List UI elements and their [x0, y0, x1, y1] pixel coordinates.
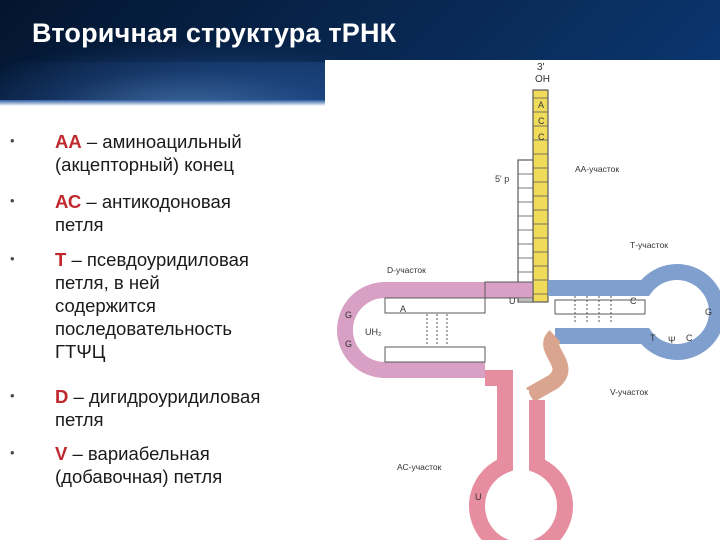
label-aa-region: АА-участок	[575, 164, 619, 174]
bullet-dot: •	[10, 445, 15, 460]
acceptor-strand-right	[517, 159, 534, 303]
bullet-text: D – дигидроуридиловая петля	[55, 385, 325, 431]
panel-top-edge	[0, 100, 330, 106]
label-3-prime: 3'	[537, 62, 545, 73]
bullet-line: (добавочная) петля	[55, 466, 223, 487]
nt-ac-loop-u: U	[475, 492, 482, 502]
bullet-line: – псевдоуридиловая	[71, 249, 249, 270]
d-stem-top	[384, 297, 486, 314]
ac-stem-loop	[469, 370, 573, 540]
label-ac-region: АС-участок	[397, 462, 442, 472]
t-stem-inner	[554, 299, 646, 315]
slide-title: Вторичная структура тРНК	[32, 18, 397, 48]
title-band	[0, 62, 330, 102]
bullet-text: АА – аминоацильный (акцепторный) конец	[55, 130, 325, 176]
trna-figure: A C C U A G G C T Ψ C G U 3' OH 5' p АА-…	[325, 60, 720, 540]
bullet-dot: •	[10, 388, 15, 403]
bullet-line: – вариабельная	[72, 443, 210, 464]
base-pair-dots	[426, 296, 612, 346]
label-v-region: V-участок	[610, 387, 648, 397]
label-oh: OH	[535, 74, 550, 85]
label-t-region: Т-участок	[630, 240, 668, 250]
nt-acceptor-c1: C	[538, 116, 545, 126]
nt-acceptor-a: A	[538, 100, 544, 110]
bullet-line: содержится	[55, 295, 156, 316]
ac-arm	[469, 370, 573, 540]
bullet-term: V	[55, 443, 68, 464]
nt-t-loop-c2: C	[686, 333, 693, 343]
bullet-line: последовательность	[55, 318, 233, 339]
nt-t-loop-psi: Ψ	[668, 335, 676, 345]
d-acceptor-link	[484, 281, 534, 299]
bullet-line: – аминоацильный	[86, 131, 242, 152]
bullet-line: петля	[55, 214, 104, 235]
bullet-term: D	[55, 386, 69, 407]
text-panel	[0, 100, 331, 540]
label-5-prime: 5' p	[495, 174, 509, 184]
t-arm	[548, 264, 720, 360]
d-loop	[337, 282, 485, 378]
label-uh2: UH₂	[365, 327, 382, 337]
nt-d-loop-g1: G	[345, 310, 352, 320]
d-arm	[337, 282, 486, 378]
nt-d-loop-a: A	[400, 304, 406, 314]
bullet-line: (акцепторный) конец	[55, 154, 234, 175]
bullet-line: петля, в ней	[55, 272, 160, 293]
bullet-term: АС	[55, 191, 82, 212]
bullet-line: ГТΨЦ	[55, 341, 106, 362]
v-loop	[526, 330, 569, 402]
trna-diagram: A C C U A G G C T Ψ C G U 3' OH 5' p АА-…	[337, 62, 720, 540]
bullet-line: петля	[55, 409, 104, 430]
nt-d-loop-g2: G	[345, 339, 352, 349]
ac-stem-gap	[513, 390, 529, 485]
bullet-line: – дигидроуридиловая	[73, 386, 261, 407]
bullet-dot: •	[10, 251, 15, 266]
bullet-term: АА	[55, 131, 82, 152]
bullet-text: V – вариабельная (добавочная) петля	[55, 442, 325, 488]
bullet-text: АС – антикодоновая петля	[55, 190, 325, 236]
bullet-dot: •	[10, 193, 15, 208]
nt-acceptor-c2: C	[538, 132, 545, 142]
bullet-term: Т	[55, 249, 67, 270]
bullet-text: Т – псевдоуридиловая петля, в ней содерж…	[55, 248, 325, 363]
nt-d-stem-u: U	[509, 296, 516, 306]
bullet-line: – антикодоновая	[86, 191, 231, 212]
nt-t-loop-t: T	[650, 333, 656, 343]
bullet-dot: •	[10, 133, 15, 148]
nt-t-loop-c: C	[630, 296, 637, 306]
nt-t-loop-g: G	[705, 307, 712, 317]
t-loop	[548, 264, 720, 360]
d-stem-bottom	[384, 346, 486, 363]
acceptor-stem	[517, 89, 549, 303]
label-d-region: D-участок	[387, 265, 426, 275]
